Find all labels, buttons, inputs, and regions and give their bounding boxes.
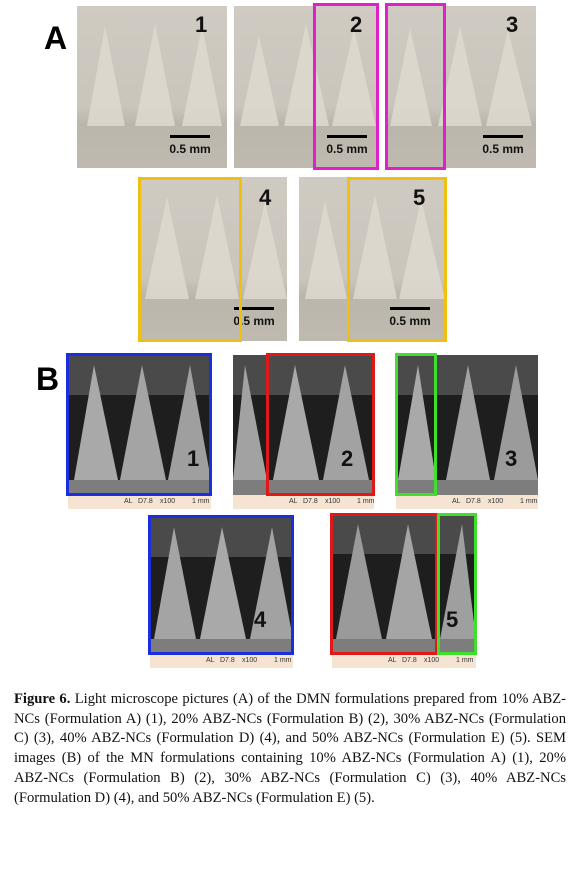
light-microscope-image-5: 5 0.5 mm: [299, 177, 446, 341]
red-highlight-box: [330, 513, 438, 655]
sem-info-strip: AL D7.8 x100 1 mm: [233, 495, 375, 509]
sem-detector: AL: [289, 498, 298, 505]
light-microscope-image-2: 2 0.5 mm: [234, 6, 378, 168]
sem-detector: AL: [124, 498, 133, 505]
sem-magnification: x100: [160, 498, 176, 505]
image-number: 2: [341, 446, 354, 471]
microneedle-sem-illustration: [233, 355, 374, 495]
microneedle-sem-illustration: [332, 514, 476, 654]
sem-magnification: x100: [242, 657, 258, 664]
image-number: 3: [505, 446, 518, 471]
scale-bar: 0.5 mm: [163, 135, 217, 156]
light-microscope-image-3: 3 0.5 mm: [386, 6, 536, 168]
image-number: 1: [187, 446, 200, 471]
sem-image-5: 5: [332, 514, 476, 654]
panel-label-b: B: [36, 361, 60, 397]
sem-scale: 1 mm: [192, 498, 210, 505]
scale-bar: 0.5 mm: [383, 307, 437, 328]
sem-detector: AL: [206, 657, 215, 664]
scale-bar-label: 0.5 mm: [169, 142, 211, 156]
image-number: 3: [506, 12, 519, 37]
sem-image-4: 4: [150, 517, 293, 654]
scale-bar-label: 0.5 mm: [326, 142, 368, 156]
image-number: 4: [254, 607, 267, 632]
sem-info-strip: AL D7.8 x100 1 mm: [332, 654, 476, 668]
scale-bar-label: 0.5 mm: [482, 142, 524, 156]
sem-info-strip: AL D7.8 x100 1 mm: [396, 495, 538, 509]
sem-working-distance: D7.8: [138, 498, 153, 505]
sem-detector: AL: [388, 657, 397, 664]
figure-caption-text: Light microscope pictures (A) of the DMN…: [14, 691, 566, 806]
sem-info-strip: AL D7.8 x100 1 mm: [68, 495, 211, 509]
sem-image-1: 1: [68, 355, 211, 495]
light-microscope-image-4: 4 0.5 mm: [139, 177, 287, 341]
green-highlight-box: [437, 513, 477, 655]
scale-bar: 0.5 mm: [476, 135, 530, 156]
sem-detector: AL: [452, 498, 461, 505]
panel-label-a: A: [44, 20, 68, 56]
sem-scale: 1 mm: [456, 657, 474, 664]
sem-image-2: 2: [233, 355, 374, 495]
magenta-highlight-box: [313, 3, 379, 170]
image-number: 1: [195, 12, 208, 37]
yellow-highlight-box: [138, 177, 242, 342]
sem-working-distance: D7.8: [220, 657, 235, 664]
sem-scale: 1 mm: [274, 657, 292, 664]
microneedle-sem-illustration: [68, 355, 211, 495]
green-highlight-box: [395, 353, 437, 496]
sem-working-distance: D7.8: [303, 498, 318, 505]
image-number: 2: [350, 12, 363, 37]
sem-magnification: x100: [424, 657, 440, 664]
microneedle-array-illustration: [234, 24, 378, 168]
figure-caption-label: Figure 6.: [14, 691, 71, 707]
sem-magnification: x100: [488, 498, 504, 505]
sem-scale: 1 mm: [520, 498, 538, 505]
sem-info-strip: AL D7.8 x100 1 mm: [150, 654, 293, 668]
magenta-highlight-box: [385, 3, 446, 170]
microneedle-array-illustration: [386, 26, 536, 168]
microneedle-sem-illustration: [396, 355, 538, 495]
sem-image-3: 3: [396, 355, 538, 495]
sem-working-distance: D7.8: [402, 657, 417, 664]
sem-scale: 1 mm: [357, 498, 375, 505]
scale-bar-label: 0.5 mm: [233, 314, 275, 328]
sem-working-distance: D7.8: [466, 498, 481, 505]
red-highlight-box: [266, 353, 375, 496]
scale-bar: 0.5 mm: [227, 307, 281, 328]
sem-magnification: x100: [325, 498, 341, 505]
scale-bar: 0.5 mm: [320, 135, 374, 156]
image-number: 5: [446, 607, 459, 632]
figure-caption: Figure 6. Light microscope pictures (A) …: [14, 690, 566, 808]
scale-bar-label: 0.5 mm: [389, 314, 431, 328]
microneedle-sem-illustration: [150, 517, 293, 654]
image-number: 5: [413, 185, 426, 210]
yellow-highlight-box: [347, 177, 447, 342]
microneedle-array-illustration: [77, 24, 227, 168]
microneedle-array-illustration: [139, 195, 287, 341]
blue-highlight-box: [148, 515, 294, 655]
image-number: 4: [259, 185, 272, 210]
light-microscope-image-1: 1 0.5 mm: [77, 6, 227, 168]
blue-highlight-box: [66, 353, 212, 496]
microneedle-array-illustration: [299, 195, 446, 341]
